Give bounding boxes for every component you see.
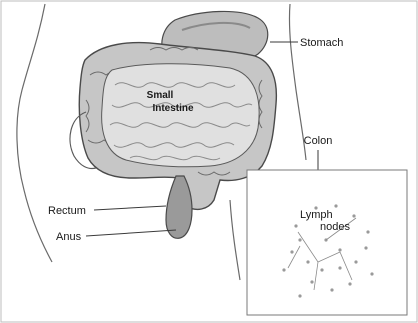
inset-border [247,170,407,315]
label-stomach: Stomach [300,37,343,49]
label-small-intestine-line1: Small [147,90,174,101]
label-small-intestine-line2: Intestine [152,103,194,114]
label-lymph-line1: Lymph [300,209,333,221]
label-anus: Anus [56,231,82,243]
small-intestine-organ [102,64,259,167]
label-rectum: Rectum [48,205,86,217]
label-lymph-line2: nodes [320,221,350,233]
label-colon: Colon [304,135,333,147]
lymph-node-inset: Lymph nodes [247,170,407,315]
